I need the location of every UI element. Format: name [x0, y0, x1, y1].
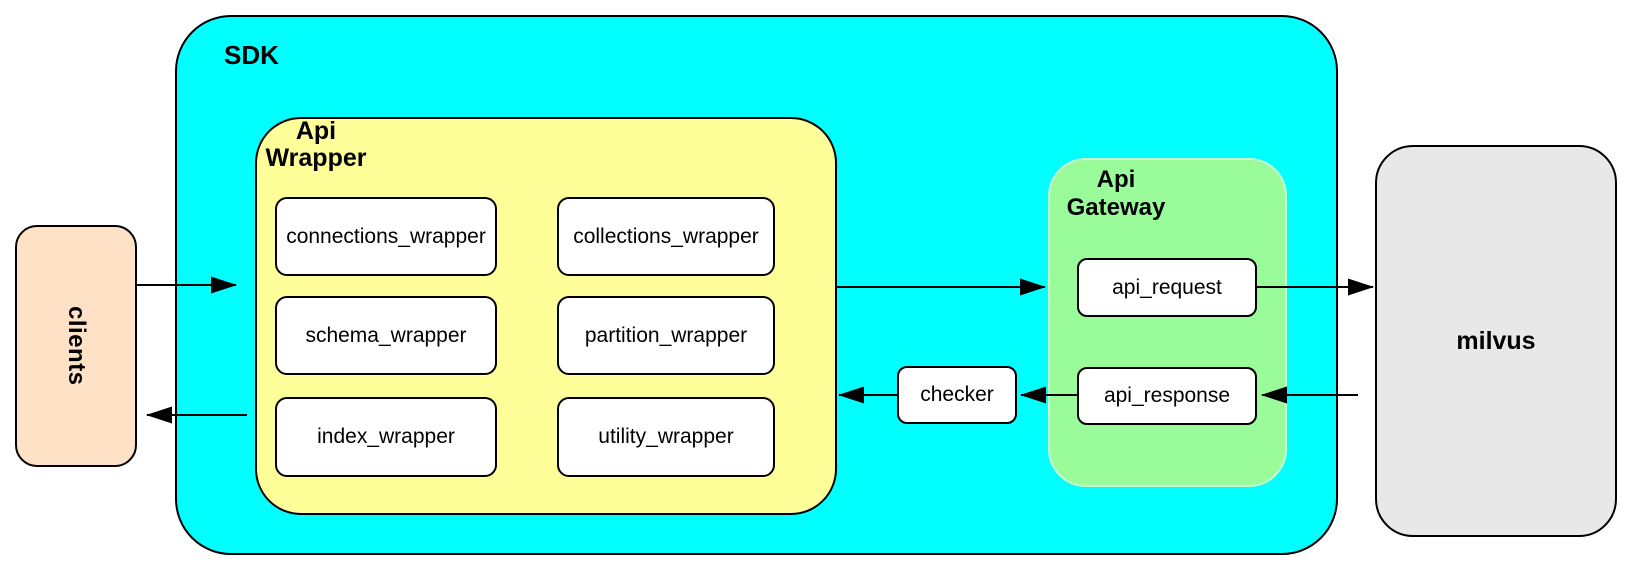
milvus-node: milvus [1375, 145, 1617, 537]
checker-node: checker [897, 366, 1017, 424]
api-gateway-title: Api Gateway [1056, 166, 1176, 222]
utility-wrapper-node: utility_wrapper [557, 397, 775, 477]
collections-wrapper-node: collections_wrapper [557, 197, 775, 276]
api-response-node: api_response [1077, 367, 1257, 425]
api-request-node: api_request [1077, 258, 1257, 317]
clients-node: clients [15, 225, 137, 467]
index-wrapper-node: index_wrapper [275, 397, 497, 477]
clients-label: clients [63, 306, 90, 386]
milvus-label: milvus [1456, 326, 1536, 355]
schema-wrapper-node: schema_wrapper [275, 296, 497, 375]
api-gateway-title-line1: Api [1096, 166, 1136, 193]
api-gateway-title-line2: Gateway [1066, 194, 1166, 221]
api-wrapper-title: Api Wrapper [256, 118, 376, 172]
sdk-label: SDK [224, 40, 279, 70]
connections-wrapper-node: connections_wrapper [275, 197, 497, 276]
api-gateway-container [1048, 158, 1287, 487]
partition-wrapper-node: partition_wrapper [557, 296, 775, 375]
api-wrapper-title-line1: Api [295, 117, 337, 145]
api-wrapper-title-line2: Wrapper [265, 144, 367, 172]
